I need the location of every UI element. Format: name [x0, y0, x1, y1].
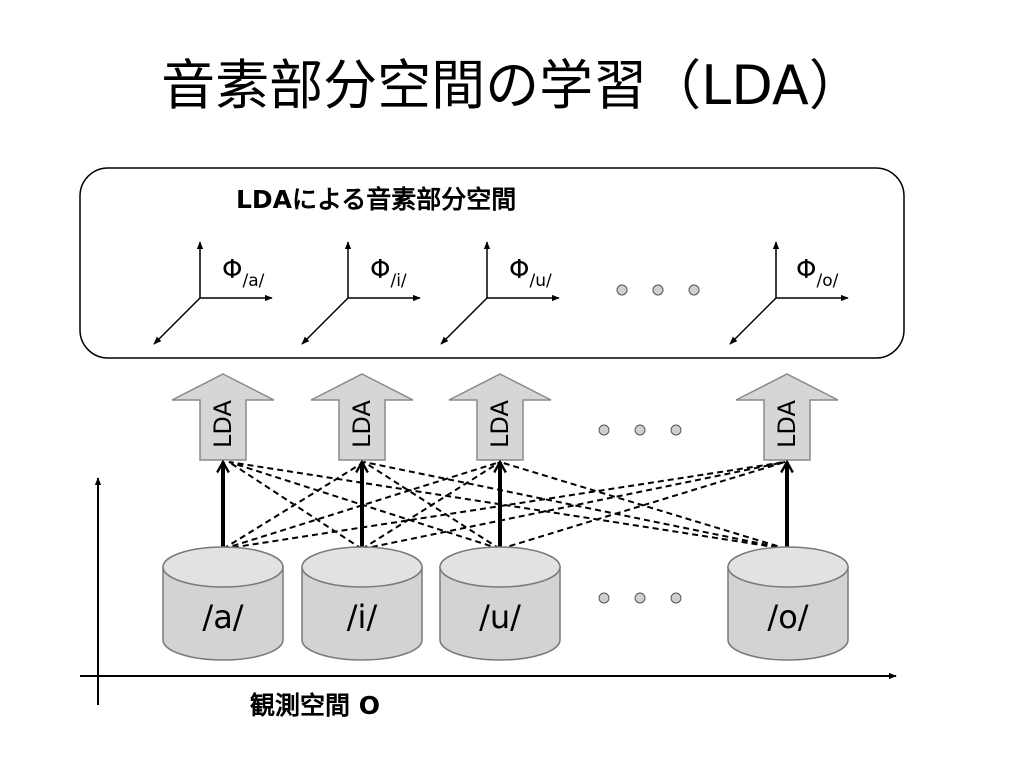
subspace-axis-4: Φ/o/ — [729, 241, 849, 345]
observation-space-label: 観測空間 O — [250, 691, 380, 720]
subspace-axis-3: Φ/u/ — [440, 241, 560, 345]
cross-line-1-2 — [222, 461, 365, 550]
cross-line-2-1 — [228, 461, 363, 550]
phoneme-dataset-label-1: /a/ — [202, 598, 243, 636]
phoneme-dataset-label-3: /u/ — [479, 598, 521, 636]
subspace-label-1: Φ/a/ — [222, 255, 265, 291]
phoneme-dataset-2: /i/ — [301, 546, 423, 661]
lda-arrow-2: LDA — [310, 373, 414, 461]
ellipsis-bottom — [598, 592, 682, 604]
subspace-axes: Φ/a/Φ/i/Φ/u/Φ/o/ — [153, 241, 849, 345]
cross-line-3-1 — [228, 461, 501, 550]
observation-axes — [80, 477, 897, 705]
phoneme-dataset-3: /u/ — [439, 546, 561, 661]
subspace-axis-2: Φ/i/ — [301, 241, 421, 345]
phoneme-dataset-label-4: /o/ — [767, 598, 808, 636]
lda-arrow-label-2: LDA — [348, 400, 376, 448]
subspace-axis-1: Φ/a/ — [153, 241, 273, 345]
cross-connections — [222, 461, 788, 550]
lda-arrow-4: LDA — [735, 373, 839, 461]
ellipsis-top — [616, 284, 700, 296]
lda-arrow-label-4: LDA — [773, 400, 801, 448]
cross-line-3-2 — [363, 461, 501, 550]
lda-arrow-label-3: LDA — [486, 400, 514, 448]
phoneme-datasets: /a/ /i/ /u/ /o/ — [162, 546, 849, 661]
phoneme-dataset-label-2: /i/ — [347, 598, 378, 636]
cross-line-4-2 — [363, 461, 788, 550]
cross-line-1-4 — [222, 461, 786, 550]
subspace-label-2: Φ/i/ — [370, 255, 407, 291]
cross-line-4-1 — [228, 461, 788, 550]
phoneme-dataset-4: /o/ — [727, 546, 849, 661]
lda-arrow-1: LDA — [171, 373, 275, 461]
subspace-box-title: LDAによる音素部分空間 — [236, 185, 516, 214]
direct-connections — [223, 462, 787, 549]
slide-title: 音素部分空間の学習（LDA） — [161, 54, 863, 117]
lda-arrows: LDA LDA LDA LDA — [171, 373, 839, 461]
phoneme-dataset-1: /a/ — [162, 546, 284, 661]
lda-arrow-label-1: LDA — [209, 400, 237, 448]
lda-arrow-3: LDA — [448, 373, 552, 461]
subspace-label-3: Φ/u/ — [509, 255, 552, 291]
cross-line-2-4 — [361, 461, 786, 550]
ellipsis-middle — [598, 424, 682, 436]
subspace-label-4: Φ/o/ — [796, 255, 839, 291]
subspace-container — [79, 167, 905, 359]
